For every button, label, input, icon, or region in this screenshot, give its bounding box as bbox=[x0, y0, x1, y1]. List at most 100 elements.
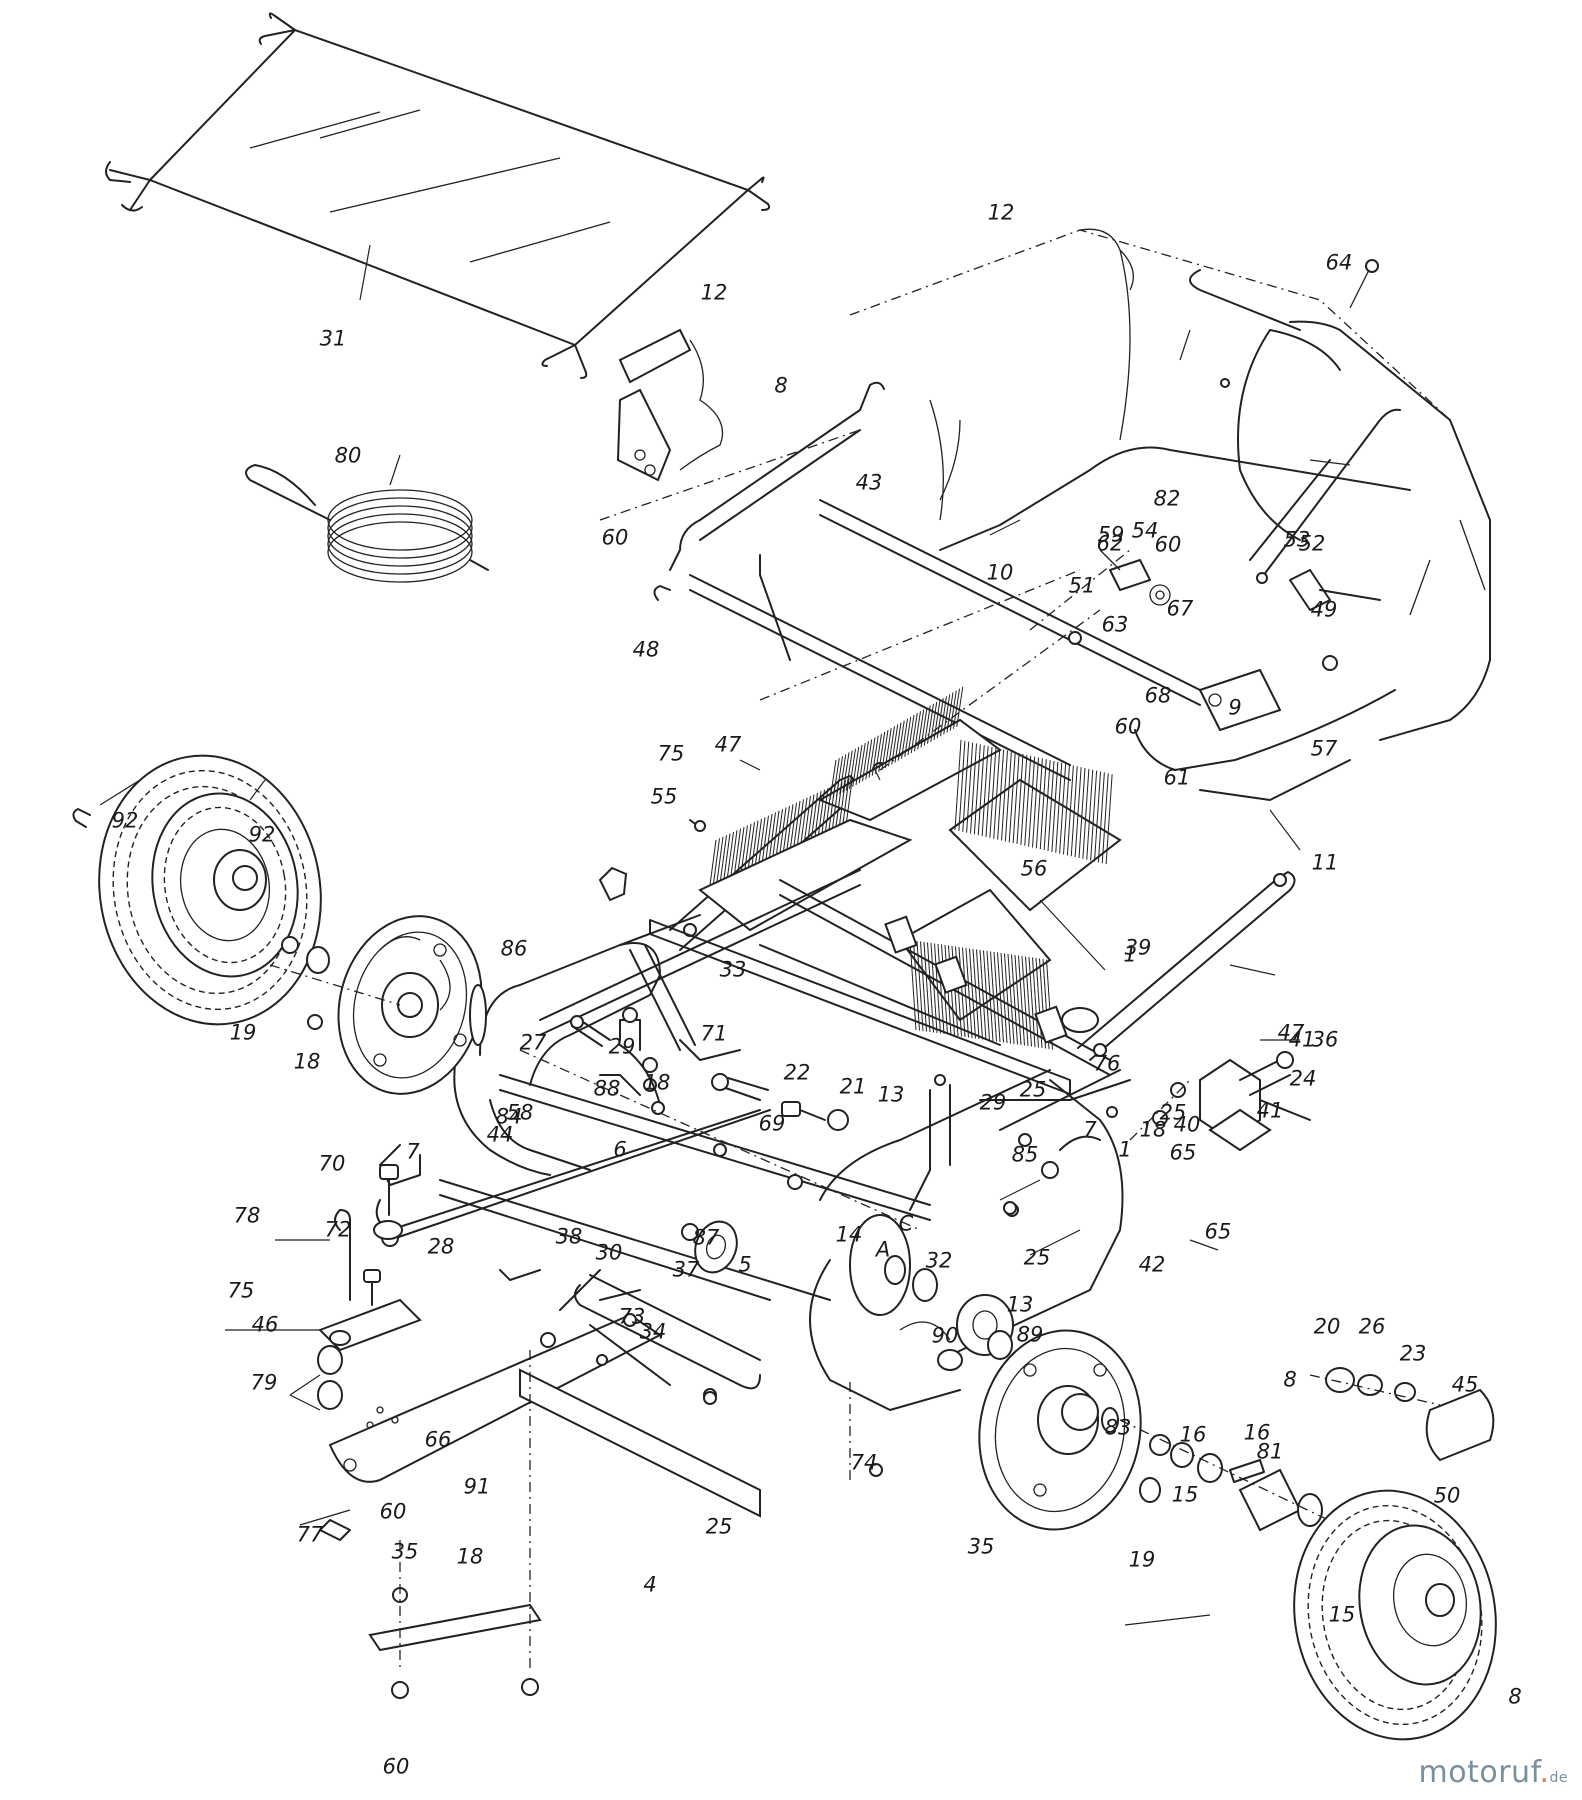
bristle bbox=[1066, 765, 1074, 856]
bristle bbox=[858, 743, 866, 784]
bristle bbox=[762, 815, 769, 861]
callout-label: 71 bbox=[700, 1021, 728, 1046]
bristle bbox=[958, 946, 966, 1038]
bristle bbox=[997, 749, 1005, 840]
callout-label: 8 bbox=[774, 373, 788, 398]
bristle bbox=[962, 947, 969, 1038]
bristle bbox=[884, 728, 892, 769]
callout-label: 51 bbox=[1068, 573, 1096, 598]
callout-label: 38 bbox=[555, 1224, 583, 1249]
callout-label: 56 bbox=[1020, 856, 1048, 881]
callout-label: 76 bbox=[1093, 1051, 1121, 1076]
bristle bbox=[904, 716, 912, 757]
callout-label: 89 bbox=[1016, 1322, 1044, 1347]
callout-label: 24 bbox=[1289, 1066, 1317, 1091]
callout-label: 13 bbox=[877, 1082, 905, 1107]
callout-label: 79 bbox=[250, 1370, 278, 1395]
callout-label: 37 bbox=[672, 1257, 700, 1282]
bristle bbox=[786, 804, 794, 850]
callout-label: 25 bbox=[1023, 1245, 1051, 1270]
grass-catcher-bag bbox=[849, 228, 1491, 801]
callout-label: 92 bbox=[111, 808, 139, 833]
callout-label: 80 bbox=[334, 443, 362, 468]
callout-label: 90 bbox=[931, 1323, 959, 1348]
part-31-cover-frame bbox=[105, 12, 771, 379]
bristle bbox=[1032, 957, 1039, 1048]
assorted-bolts bbox=[703, 1101, 1118, 1480]
bristle bbox=[1035, 957, 1043, 1049]
callout-label: 83 bbox=[1104, 1415, 1132, 1440]
callout-label: 81 bbox=[1256, 1439, 1284, 1464]
callout-label: 44 bbox=[486, 1122, 514, 1147]
bristle bbox=[1018, 955, 1025, 1046]
bristle bbox=[937, 943, 945, 1035]
bristle bbox=[855, 744, 863, 786]
bristle bbox=[993, 951, 1001, 1043]
bristle bbox=[1000, 952, 1008, 1044]
callout-label: 35 bbox=[967, 1534, 995, 1559]
callout-label: 33 bbox=[719, 957, 747, 982]
bristle bbox=[914, 711, 921, 752]
bristle bbox=[920, 707, 928, 748]
bristle bbox=[709, 839, 717, 886]
bristle bbox=[790, 802, 797, 848]
bristle bbox=[1035, 758, 1043, 849]
bristle bbox=[842, 752, 850, 793]
bristle bbox=[814, 791, 822, 837]
bristle bbox=[1094, 771, 1101, 862]
callout-label: 22 bbox=[783, 1060, 811, 1085]
bristle bbox=[940, 696, 947, 737]
bristle bbox=[923, 941, 931, 1033]
callout-label: 67 bbox=[1166, 596, 1194, 621]
callout-label: 50 bbox=[1433, 1483, 1461, 1508]
callout-label: 64 bbox=[1325, 250, 1353, 275]
watermark-brand: motoruf bbox=[1418, 1755, 1540, 1790]
bristle bbox=[1001, 750, 1008, 841]
callout-label: 4 bbox=[643, 1572, 657, 1597]
callout-label: 54 bbox=[1131, 518, 1159, 543]
right-hub-gear bbox=[849, 1214, 1014, 1371]
leader-lines bbox=[99, 244, 1351, 1626]
bristle bbox=[965, 947, 973, 1039]
callout-label: 78 bbox=[233, 1203, 261, 1228]
bristle bbox=[1039, 759, 1047, 850]
part-65-lower-plate bbox=[299, 1298, 662, 1541]
callout-label: 41 bbox=[1288, 1027, 1316, 1052]
bristle bbox=[821, 787, 829, 834]
callout-label: 23 bbox=[1399, 1341, 1427, 1366]
bristle bbox=[783, 805, 790, 851]
right-axle-parts bbox=[1119, 1419, 1371, 1541]
callout-label: 47 bbox=[714, 732, 742, 757]
part-42-left-wheel bbox=[72, 754, 330, 1030]
callout-label: 39 bbox=[1124, 935, 1152, 960]
part-85-lower-rod bbox=[559, 1269, 761, 1390]
callout-label: 52 bbox=[1298, 531, 1326, 556]
callout-label: 15 bbox=[1171, 1482, 1199, 1507]
bristle bbox=[909, 939, 917, 1031]
callout-label: 45 bbox=[1451, 1372, 1479, 1397]
bristle bbox=[846, 776, 853, 822]
callout-label: 11 bbox=[1311, 850, 1339, 875]
bristle bbox=[818, 789, 825, 835]
catcher-frame-rods bbox=[653, 381, 1401, 781]
callout-label: 59 bbox=[1097, 522, 1125, 547]
callout-label: 85 bbox=[1011, 1142, 1039, 1167]
bristle bbox=[716, 836, 724, 882]
callout-label: 29 bbox=[979, 1090, 1007, 1115]
bristle bbox=[800, 797, 808, 843]
bristle bbox=[958, 740, 966, 831]
bristle bbox=[804, 796, 811, 842]
callout-label: 87 bbox=[692, 1225, 720, 1250]
bristle bbox=[954, 739, 962, 831]
callout-label: 60 bbox=[601, 525, 629, 550]
bristle bbox=[936, 698, 944, 739]
callout-label: 32 bbox=[925, 1248, 953, 1273]
bristle bbox=[910, 713, 918, 754]
bristle bbox=[972, 948, 980, 1040]
callout-label: 12 bbox=[700, 280, 728, 305]
motoruf-watermark: motoruf.de bbox=[1419, 1755, 1568, 1790]
bristle bbox=[769, 812, 776, 858]
bristle bbox=[946, 692, 954, 733]
bristle bbox=[949, 690, 957, 731]
bristle bbox=[849, 748, 856, 789]
